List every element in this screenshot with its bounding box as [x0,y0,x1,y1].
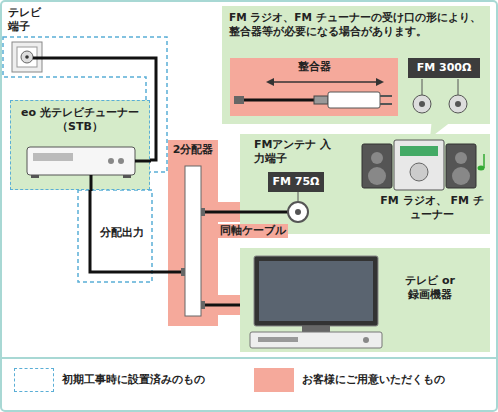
note-panel-art-part [455,101,461,107]
cable-band [218,202,240,222]
cable-label: 同軸ケーブル [218,224,288,238]
legend-text: お客様にご用意いただくもの [302,373,445,387]
note-panel-art-part [458,79,459,95]
coaxial-cable [90,190,168,272]
splitter-box-art-part [168,271,181,274]
node-text: テレビ or 録画機器 [404,274,456,303]
splitter-box-art [168,140,218,326]
splitter-box-art-part [201,301,205,309]
splitter-box-art-part [205,304,218,307]
terminal-label: FM 75Ω [268,172,324,192]
node-text: FM 75Ω [268,175,324,189]
splitter-box-art-part [201,208,205,216]
adapter-box-art-part [328,92,380,108]
tv-panel-art-part [302,326,330,332]
stb-box-art-part [135,160,151,163]
stb-box-art-part [27,147,135,175]
radio-panel-art-part [455,152,467,164]
adapter-box-art-part [272,81,378,83]
radio-panel-art-part [295,209,301,215]
tv-panel: テレビ or 録画機器 [240,248,490,352]
legend-dashed-sample [14,368,54,392]
tv-panel-art-part [259,261,373,321]
stb-box: eo 光テレビチューナー （STB） [10,100,150,190]
radio-panel-art-part [298,192,299,201]
adapter-box-art-part [234,96,244,104]
legend-swatch [254,368,294,392]
stb-box-art-part [118,158,124,164]
note-panel-art-part [422,79,423,95]
radio-panel-art-part [452,167,470,185]
tv-panel-art-part [254,256,378,326]
radio-panel: FMアンテナ 入力端子 FM ラジオ、 FM チューナー FM 75Ω [240,134,490,234]
coaxial-cable [218,304,240,307]
node-text: テレビ端子 [8,6,48,35]
radio-panel-art-part [362,144,392,188]
wall-socket: テレビ端子 [8,6,52,76]
legend-text: 初期工事時に設置済みのもの [62,373,205,387]
radio-panel-art-part [368,167,386,185]
node-text: eo 光テレビチューナー （STB） [15,106,145,135]
radio-panel-art-part [400,146,438,156]
node-text: 2分配器 [168,143,218,157]
node-text: FMアンテナ 入力端子 [254,138,332,167]
wall-socket-art-part [21,51,33,63]
adapter-box-art-part [266,78,274,86]
note-panel-art-part [413,95,431,113]
splitter-box-art-part [181,268,185,276]
tv-panel-art-part [250,332,382,348]
radio-panel-art-part [483,154,485,168]
splitter-box-art-part [185,166,201,316]
stb-box-art-part [33,153,73,161]
node-text: FM ラジオ、FM チューナーの受け口の形により、整合器等が必要になる場合があり… [229,11,483,38]
adapter-box-art-part [380,95,392,97]
stb-box-art-part [108,158,114,164]
adapter-box-art-part [380,103,392,105]
legend-separator [0,357,498,359]
adapter-box-art-part [314,96,328,104]
node-text: FM ラジオ、 FM チューナー [380,194,484,223]
cable-label: 分配出力 [98,226,146,240]
tv-panel-art-part [258,337,298,342]
cable-band [218,295,240,315]
splitter-box: 2分配器 [168,140,218,326]
note-panel-art-part [419,101,425,107]
radio-panel-art-part [288,202,308,222]
node-text: 整合器 [230,60,398,74]
legend-item: 初期工事時に設置済みのもの [14,368,250,394]
radio-panel-art-part [394,140,444,190]
node-text: FM 300Ω [408,61,480,75]
tv-panel-art-part [363,337,369,343]
wall-socket-art-part [25,55,29,59]
coaxial-cable [218,211,240,214]
note-panel-art-part [449,95,467,113]
tv-panel-art [240,248,490,352]
radio-panel-art-part [446,144,476,188]
splitter-box-art-part [205,211,218,214]
stb-box-art-part [31,175,39,178]
adapter-box: 整合器 [230,58,398,116]
terminal-label: FM 300Ω [408,58,480,78]
radio-panel-art-part [371,152,383,164]
radio-panel-art-part [240,211,288,214]
wall-socket-art-part [33,57,52,60]
note-panel: FM ラジオ、FM チューナーの受け口の形により、整合器等が必要になる場合があり… [222,6,490,124]
stb-box-art-part [123,175,131,178]
legend-item: お客様にご用意いただくもの [254,368,490,394]
stb-box-art-part [90,175,93,191]
radio-panel-art-part [410,163,428,181]
adapter-box-art-part [376,78,384,86]
